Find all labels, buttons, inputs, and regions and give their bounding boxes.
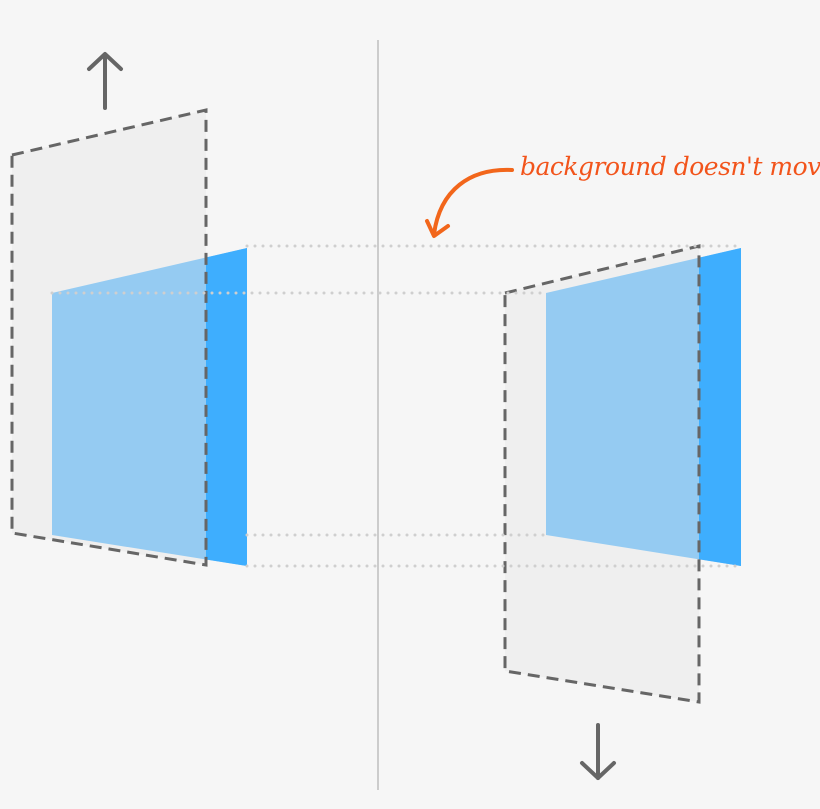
right-blue-edge [699,248,741,566]
left-dashed-outline [10,108,208,567]
annotation-text: background doesn't move [520,152,820,181]
curved-arrow-icon [425,167,514,238]
right-blue-layer [546,248,741,566]
arrow-down-icon [580,723,616,780]
arrow-up-icon [87,52,123,110]
dotted-guides [50,244,743,568]
left-blue-layer [52,248,247,566]
left-blue-edge [206,248,247,566]
right-dashed-outline [503,244,701,704]
